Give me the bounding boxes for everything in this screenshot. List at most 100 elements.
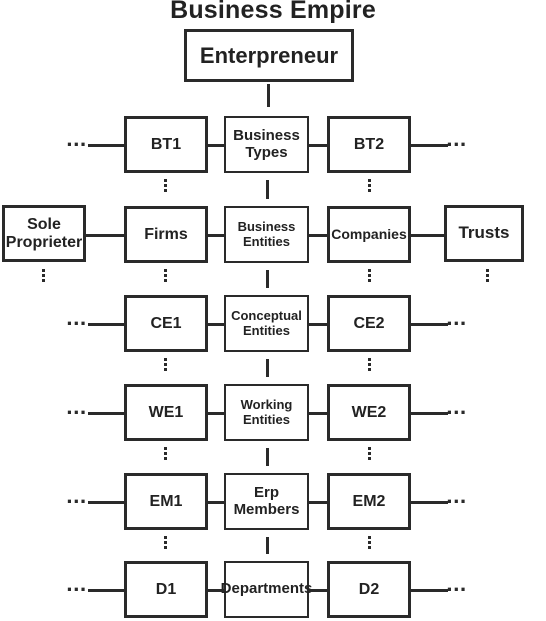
continuation-dots-right-4: ... xyxy=(446,486,467,508)
node-right-3: WE2 xyxy=(327,384,411,441)
continuation-dots-right-down-2 xyxy=(368,358,371,372)
node-left-1-line: Firms xyxy=(144,225,188,243)
node-left-0: BT1 xyxy=(124,116,208,173)
connector-lc-0 xyxy=(208,143,224,147)
continuation-dots-right-down-3 xyxy=(368,447,371,461)
node-right-2-line: CE2 xyxy=(353,314,385,332)
continuation-dots-left-down-3 xyxy=(164,447,167,461)
node-center-5-line: Departments xyxy=(220,580,313,598)
continuation-dots-left-down-1 xyxy=(164,269,167,283)
connector-lc-1 xyxy=(208,233,224,237)
continuation-dots-right-0: ... xyxy=(446,129,467,151)
node-left-1: Firms xyxy=(124,206,208,263)
node-center-5-text: Departments xyxy=(221,581,313,597)
stub-right-5 xyxy=(411,588,448,592)
diagram-title: Business Empire xyxy=(170,0,376,24)
node-left-1-text: Firms xyxy=(144,226,188,243)
node-left-3: WE1 xyxy=(124,384,208,441)
stub-right-0 xyxy=(411,143,448,147)
node-far-right-1-line: Trusts xyxy=(458,223,510,243)
node-center-1-line: Business xyxy=(237,219,296,235)
stub-left-2 xyxy=(88,322,124,326)
connector-cr-3 xyxy=(309,411,327,415)
node-left-4-line: EM1 xyxy=(149,492,183,510)
connector-cr-4 xyxy=(309,500,327,504)
node-center-1-line: Entities xyxy=(243,233,290,249)
continuation-dots-left-down-4 xyxy=(164,536,167,550)
enterpreneur-node: Enterpreneur xyxy=(184,29,354,82)
node-right-5-text: D2 xyxy=(359,581,379,598)
continuation-dots-far-left-1 xyxy=(42,269,45,283)
node-far-left-1-line: Sole xyxy=(27,216,61,234)
node-left-5-text: D1 xyxy=(156,581,176,598)
node-right-4: EM2 xyxy=(327,473,411,530)
stub-left-4 xyxy=(88,500,124,504)
node-right-2: CE2 xyxy=(327,295,411,352)
continuation-dots-left-4: ... xyxy=(66,486,87,508)
node-center-4-line: Members xyxy=(233,500,300,518)
node-far-right-1: Trusts xyxy=(444,205,524,262)
node-left-2-text: CE1 xyxy=(150,315,181,332)
node-center-2-line: Conceptual xyxy=(231,308,302,324)
node-right-1-line: Companies xyxy=(331,225,407,242)
node-right-4-line: EM2 xyxy=(352,492,386,510)
continuation-dots-right-2: ... xyxy=(446,308,467,330)
node-right-1: Companies xyxy=(327,206,411,263)
root-connector xyxy=(267,84,270,107)
connector-cr-5 xyxy=(309,588,327,592)
enterpreneur-label: Enterpreneur xyxy=(199,42,339,68)
node-right-5: D2 xyxy=(327,561,411,618)
continuation-dots-right-3: ... xyxy=(446,397,467,419)
node-right-1-text: Companies xyxy=(331,225,407,242)
node-far-right-1-text: Trusts xyxy=(458,223,510,243)
stub-right-3 xyxy=(411,411,448,415)
node-left-3-line: WE1 xyxy=(148,403,184,421)
node-right-0: BT2 xyxy=(327,116,411,173)
connector-center-down-1 xyxy=(266,270,269,288)
connector-center-down-2 xyxy=(266,359,269,377)
continuation-dots-right-5: ... xyxy=(446,574,467,596)
node-right-0-line: BT2 xyxy=(353,135,385,153)
node-left-4: EM1 xyxy=(124,473,208,530)
node-right-0-text: BT2 xyxy=(354,136,384,153)
connector-lc-5 xyxy=(208,588,224,592)
node-left-0-text: BT1 xyxy=(151,136,181,153)
continuation-dots-left-3: ... xyxy=(66,397,87,419)
node-center-4-line: Erp xyxy=(253,484,279,502)
continuation-dots-left-down-2 xyxy=(164,358,167,372)
connector-center-down-3 xyxy=(266,448,269,466)
continuation-dots-left-down-0 xyxy=(164,179,167,193)
node-center-3-line: Working xyxy=(240,397,293,413)
connector-lc-2 xyxy=(208,322,224,326)
node-right-5-line: D2 xyxy=(358,580,380,598)
node-right-3-line: WE2 xyxy=(351,403,387,421)
continuation-dots-right-down-1 xyxy=(368,269,371,283)
stub-right-2 xyxy=(411,322,448,326)
connector-lc-3 xyxy=(208,411,224,415)
node-left-4-text: EM1 xyxy=(150,493,183,510)
node-left-5: D1 xyxy=(124,561,208,618)
connector-fr-1 xyxy=(411,233,444,237)
node-center-0-line: Types xyxy=(245,143,288,161)
node-right-4-text: EM2 xyxy=(353,493,386,510)
connector-cr-2 xyxy=(309,322,327,326)
connector-center-down-4 xyxy=(266,537,269,554)
continuation-dots-left-5: ... xyxy=(66,574,87,596)
stub-right-4 xyxy=(411,500,448,504)
node-right-3-text: WE2 xyxy=(352,404,387,421)
continuation-dots-right-down-4 xyxy=(368,536,371,550)
stub-left-0 xyxy=(88,143,124,147)
